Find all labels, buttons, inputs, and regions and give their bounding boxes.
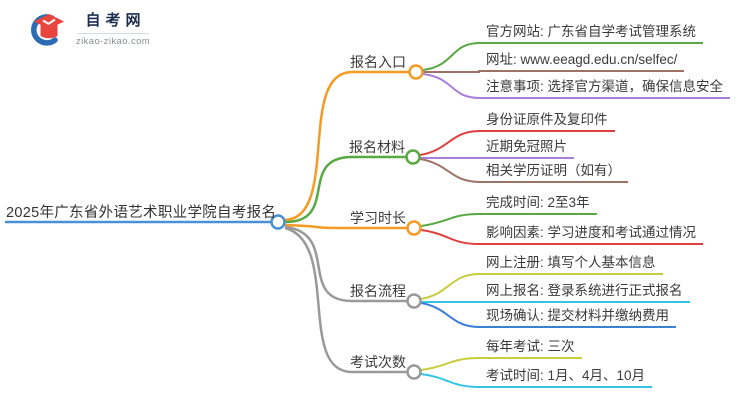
leaf-line-factors [420,229,481,245]
branch-circle-signup-process [406,293,422,309]
branch-signup-materials: 报名材料 [349,139,405,155]
leaf-photo: 近期免冠照片 [478,137,574,159]
branch-line-signup-materials [284,155,407,224]
leaf-diploma: 相关学历证明（如有） [478,161,628,183]
branch-circle-signup-materials [405,149,421,165]
leaf-line-notice [422,73,481,99]
branch-line-exam-times [284,226,408,374]
site-logo: 自考网 zikao-zikao.com [28,8,150,50]
leaf-line-official-site [422,42,481,71]
branch-circle-signup-entrance [408,64,424,80]
leaf-line-completion-time [420,213,481,227]
branch-study-duration: 学习时长 [350,210,406,226]
leaf-line-diploma [419,158,481,183]
logo-divider [77,33,150,34]
leaf-url: 网址: www.eeagd.edu.cn/selfec/ [478,50,685,72]
leaf-id-card: 身份证原件及复印件 [478,110,615,132]
branch-line-study-duration [284,223,408,230]
branch-circle-study-duration [406,220,422,236]
leaf-line-onsite-confirm [420,302,481,328]
branch-exam-times: 考试次数 [350,354,406,370]
leaf-line-online-register [420,273,481,300]
leaf-line-id-card [419,130,481,156]
brand-name: 自考网 [85,12,146,29]
leaf-online-signup: 网上报名: 登录系统进行正式报名 [478,281,690,303]
leaf-line-yearly-exams [420,357,481,371]
leaf-line-exam-dates [420,373,481,388]
leaf-notice: 注意事项: 选择官方渠道，确保信息安全 [478,77,731,99]
root-node-circle [270,214,286,230]
leaf-yearly-exams: 每年考试: 三次 [478,337,582,359]
branch-line-signup-process [284,225,408,303]
graduation-cap-icon [31,14,64,46]
leaf-exam-dates: 考试时间: 1月、4月、10月 [478,366,653,388]
leaf-official-site: 官方网站: 广东省自学考试管理系统 [478,22,704,44]
mindmap-root-title: 2025年广东省外语艺术职业学院自考报名 [6,205,277,221]
branch-signup-process: 报名流程 [350,283,406,299]
leaf-factors: 影响因素: 学习进度和考试通过情况 [478,223,704,245]
branch-line-signup-entrance [284,70,410,222]
branch-circle-exam-times [406,364,422,380]
leaf-online-register: 网上注册: 填写个人基本信息 [478,253,663,275]
brand-domain: zikao-zikao.com [76,36,151,47]
leaf-completion-time: 完成时间: 2至3年 [478,193,597,215]
leaf-onsite-confirm: 现场确认: 提交材料并缴纳费用 [478,306,677,328]
branch-signup-entrance: 报名入口 [350,54,406,70]
